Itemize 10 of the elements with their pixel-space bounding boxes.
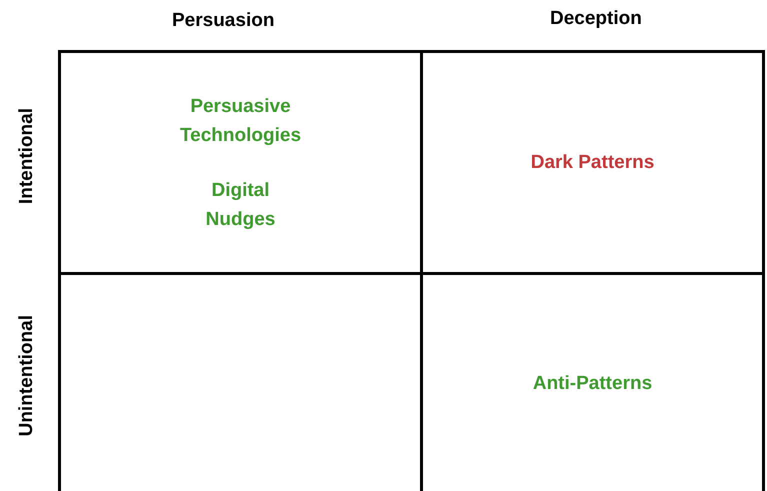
matrix-quadrant: [58, 50, 423, 275]
column-header: Deception: [550, 8, 642, 30]
quadrant-label: Digital Nudges: [204, 178, 276, 232]
matrix-quadrant: [420, 50, 765, 275]
quadrant-label: Dark Patterns: [530, 151, 654, 175]
row-header: Unintentional: [16, 315, 38, 436]
quadrant-label: Anti-Patterns: [532, 372, 652, 396]
row-header: Intentional: [16, 108, 38, 204]
column-header: Persuasion: [172, 10, 274, 32]
quadrant-label: Persuasive Technologies: [178, 94, 302, 148]
